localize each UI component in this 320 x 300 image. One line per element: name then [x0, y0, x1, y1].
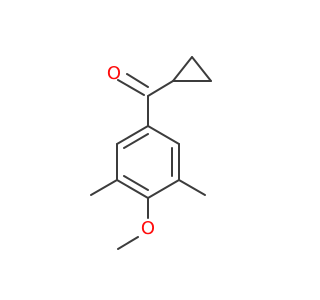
carbonyl-double-bond-outer — [117, 79, 145, 96]
methoxy-group: O — [117, 197, 155, 250]
carbonyl-oxygen-label: O — [107, 63, 121, 84]
cyclopropyl-bond-1 — [172, 56, 193, 82]
benzene-ring — [116, 95, 180, 199]
ring-bond-4-inner — [123, 175, 149, 191]
cyclopropyl-ring — [147, 56, 212, 97]
cyclopropyl-bond-2 — [191, 56, 212, 82]
carbonyl-to-cyclopropyl-bond — [147, 80, 174, 97]
carbonyl-group: O — [107, 63, 149, 96]
ether-oxygen-label: O — [141, 218, 155, 239]
carbonyl-double-bond-inner — [126, 73, 149, 88]
ring-bond-4 — [116, 179, 149, 199]
ring-bond-1 — [147, 125, 180, 145]
ring-bond-3 — [147, 179, 180, 199]
methyl-groups — [90, 179, 206, 196]
left-methyl-bond — [90, 179, 118, 196]
molecule-diagram: O O — [90, 56, 212, 250]
right-methyl-bond — [178, 179, 206, 196]
ring-bond-6-inner — [123, 133, 149, 149]
ring-bond-6 — [116, 125, 149, 145]
ether-oxygen-to-methyl-bond — [117, 236, 139, 250]
